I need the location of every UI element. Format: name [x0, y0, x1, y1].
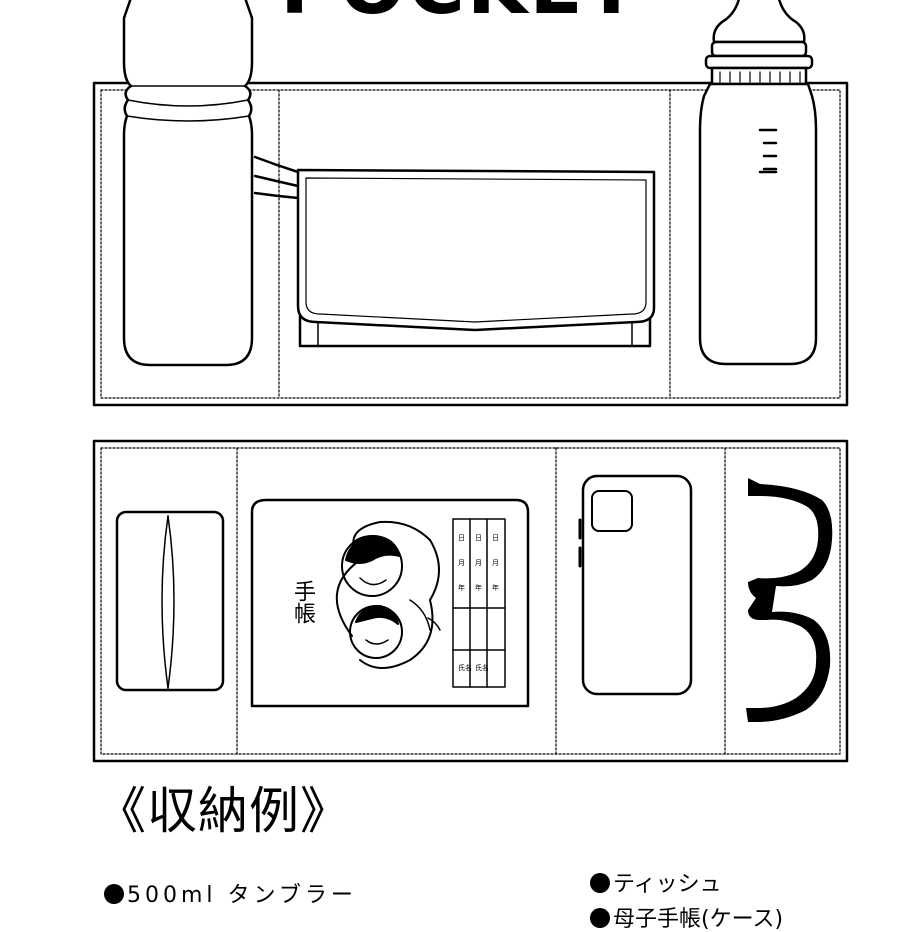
smartphone-icon: [578, 474, 693, 696]
storage-example-heading: 《収納例》: [96, 782, 351, 840]
svg-text:年: 年: [458, 583, 465, 592]
svg-text:日: 日: [492, 534, 499, 542]
tissue-pack-icon: [115, 510, 225, 692]
svg-text:日: 日: [475, 534, 482, 542]
list-item-tissue: ティッシュ: [590, 873, 722, 896]
svg-text:月: 月: [475, 559, 482, 567]
bullet-icon: [590, 908, 610, 928]
bullet-icon: [104, 884, 124, 904]
booklet-title: 手帳: [290, 580, 315, 624]
svg-text:氏名: 氏名: [475, 663, 489, 672]
bullet-icon: [590, 873, 610, 893]
svg-text:年: 年: [492, 583, 499, 592]
pouch-wallet-icon: [253, 155, 656, 348]
handbook-icon: 日月年 日月年 日月年 氏名氏名: [250, 498, 530, 708]
svg-text:月: 月: [492, 559, 499, 567]
list-item-tumbler: 500ml タンブラー: [104, 884, 357, 907]
svg-text:氏名: 氏名: [458, 663, 472, 672]
tumbler-bottle-icon: [122, 0, 254, 367]
eyeglasses-icon: [746, 478, 833, 722]
baby-bottle-icon: [698, 0, 818, 366]
svg-text:月: 月: [458, 559, 465, 567]
svg-text:日: 日: [458, 534, 465, 542]
svg-text:年: 年: [475, 583, 482, 592]
pocket-title: POCKET: [0, 0, 920, 26]
